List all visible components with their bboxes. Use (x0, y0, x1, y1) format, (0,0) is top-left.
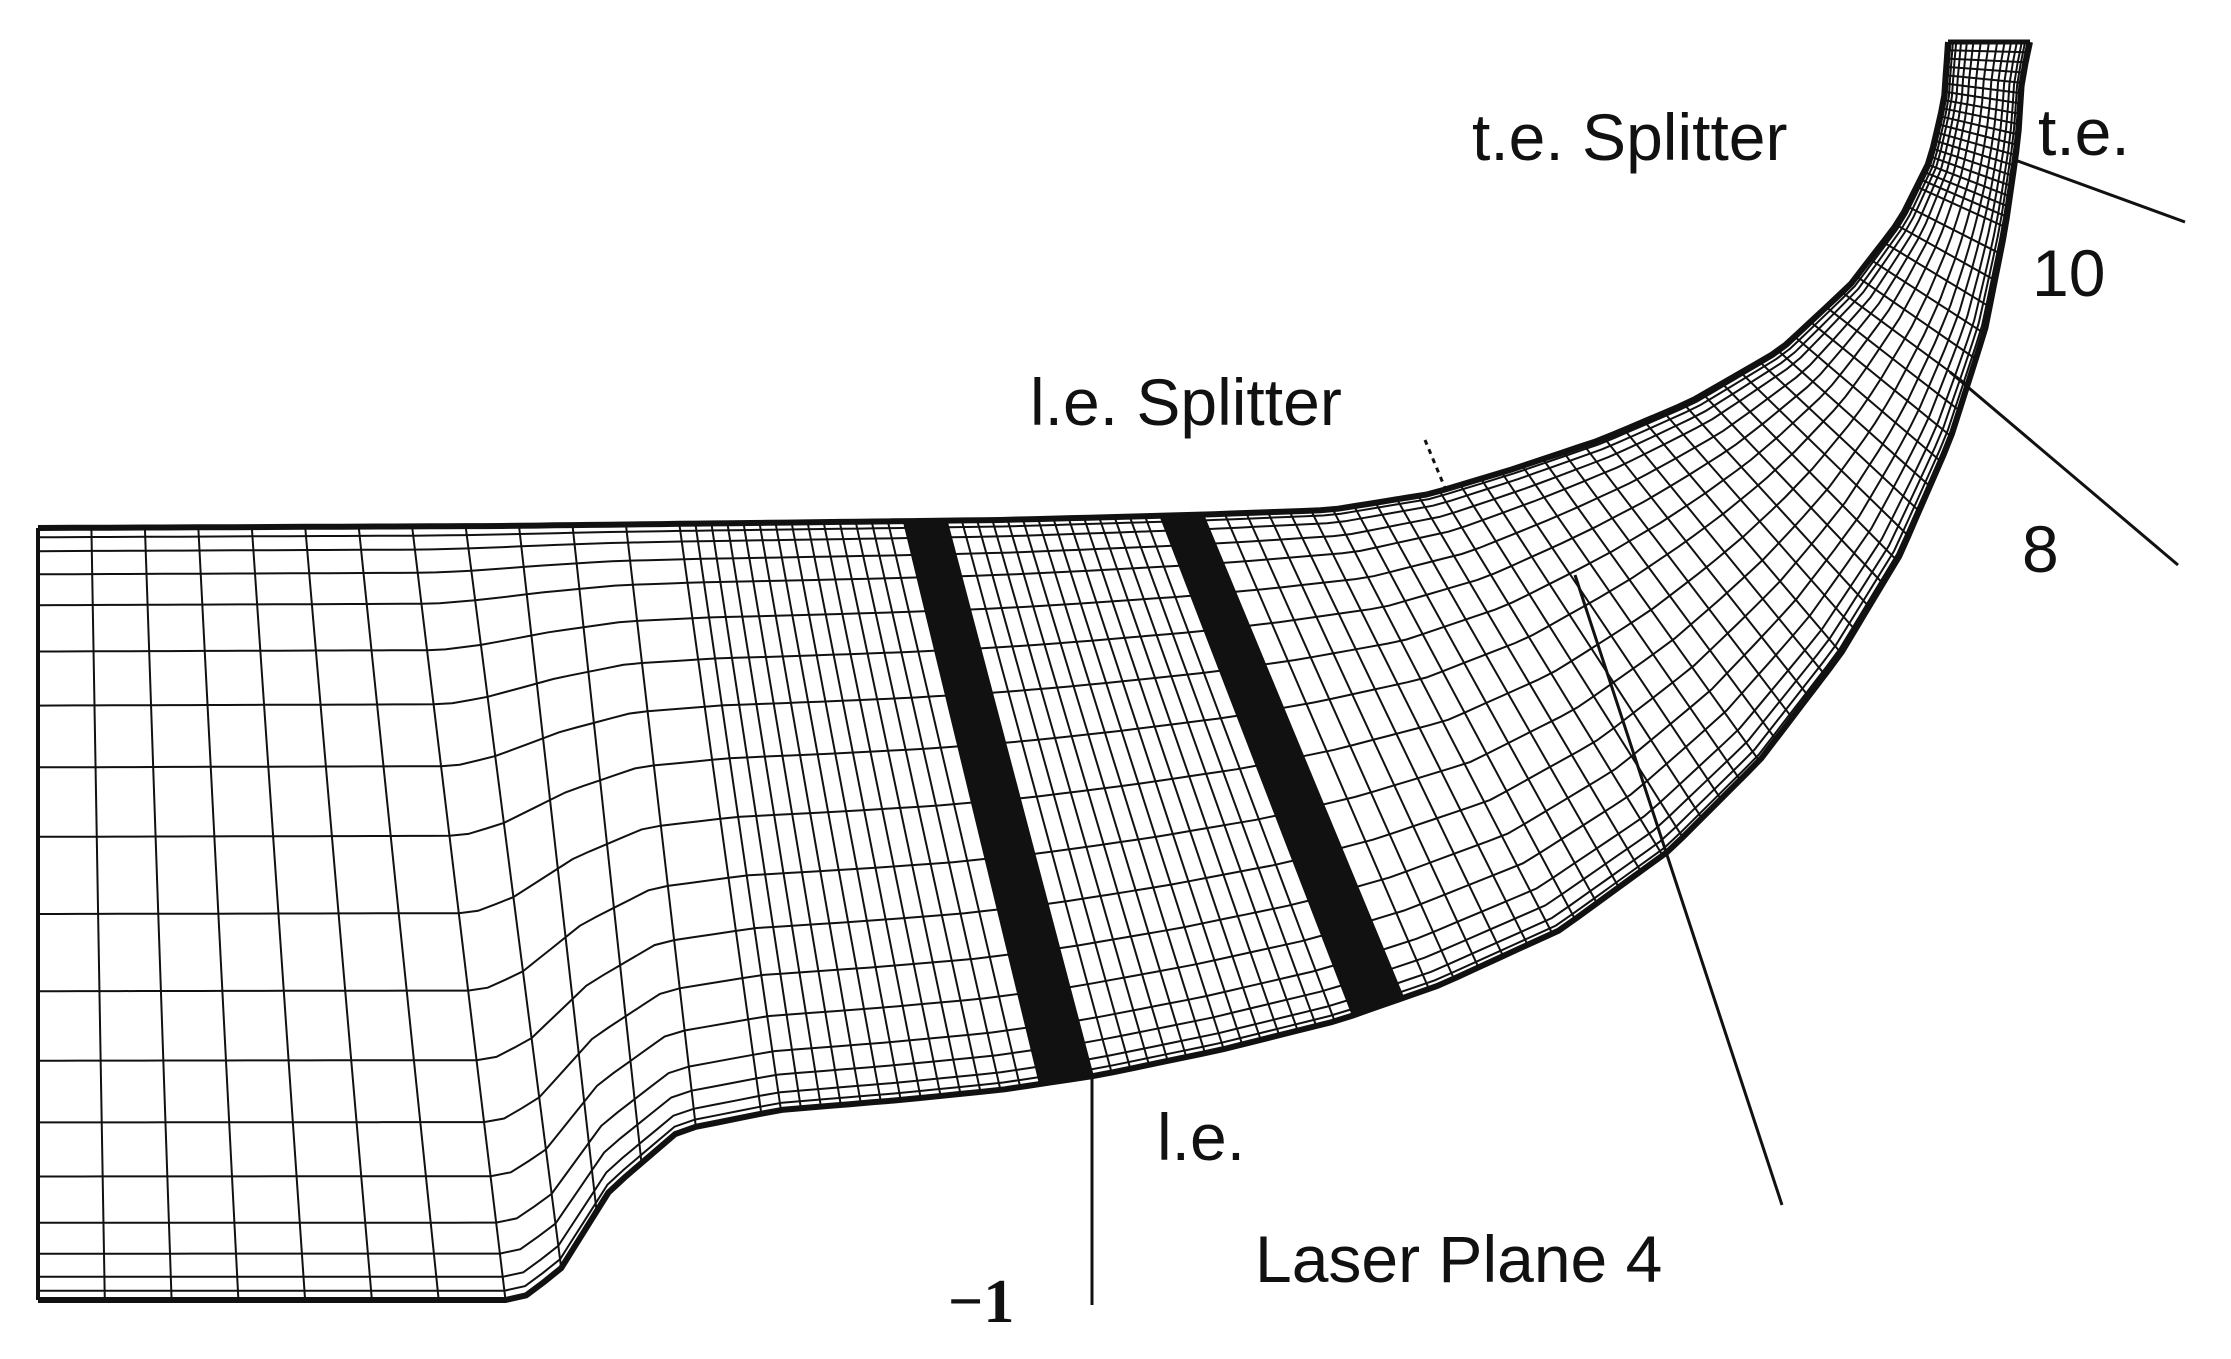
le-splitter-leader-line (1423, 439, 1447, 489)
te-splitter-label: t.e. Splitter (1472, 100, 1787, 174)
computational-grid (36, 39, 2033, 1303)
grid-line (38, 41, 2006, 1062)
station-8-leader-line (1949, 370, 2179, 567)
grid-line (38, 41, 1999, 993)
grid-line (38, 41, 2018, 1178)
grid-line (37, 41, 1954, 576)
le-splitter-label: l.e. Splitter (1030, 365, 1342, 439)
grid-line (37, 41, 1951, 531)
grid-line (38, 41, 2023, 1224)
grid-line (38, 41, 2033, 1303)
grid-line (38, 41, 1975, 769)
grid-line (37, 41, 1958, 607)
grid-line (38, 41, 2027, 1255)
grid-line (38, 41, 1982, 838)
station-minus1-label: −1 (948, 1268, 1014, 1336)
station-10-label: 10 (2032, 236, 2105, 310)
grid-line (38, 41, 1963, 653)
grid-line (37, 41, 1968, 707)
blade-edge-band (903, 520, 1093, 1084)
te-leader-line (2014, 158, 2186, 224)
grid-line (38, 41, 2013, 1124)
grid-line (38, 41, 1990, 915)
grid-line (37, 41, 1952, 553)
laser-plane-label: Laser Plane 4 (1255, 1222, 1662, 1296)
station-8-label: 8 (2022, 512, 2059, 586)
te-label: t.e. (2038, 95, 2130, 169)
laser-plane-leader-line (1573, 574, 1784, 1206)
grid-line (37, 41, 1950, 539)
blade-edge-band (1160, 514, 1404, 1016)
grid-line (38, 41, 2029, 1278)
le-label: l.e. (1157, 1100, 1245, 1174)
